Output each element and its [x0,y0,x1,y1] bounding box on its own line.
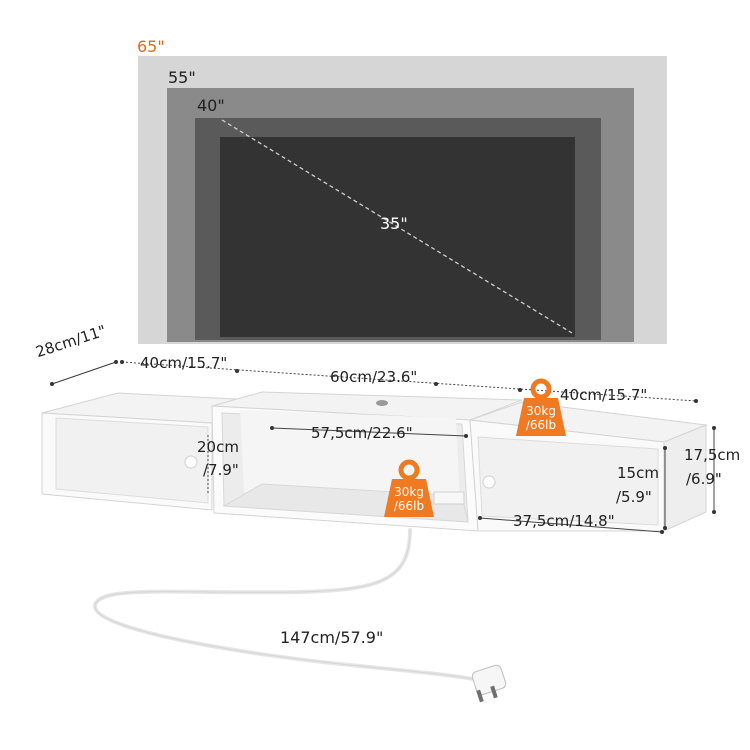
cable-hole [376,400,388,406]
drawer-width-label: 37,5cm/14.8" [513,512,615,530]
left-door-knob [184,455,198,469]
cabinet-height-cm-label: 17,5cm [684,446,741,464]
right-cabinet-door [477,436,659,526]
inner-width-dimension-line [271,427,467,437]
inner-height-cm-label: 20cm [197,438,239,456]
top-load-kg: 30kg [526,404,556,418]
cabinet-height-in-label: /6.9" [686,470,722,488]
tv-size-55-label: 55" [168,68,196,87]
middle-load-lb: /66lb [393,499,425,513]
power-plug [471,664,507,703]
middle-load-kg: 30kg [394,485,424,499]
right-door-knob [482,475,496,489]
top-load-badge: 30kg /66lb [514,378,568,438]
tv-35-screen [220,137,575,337]
cable-length-label: 147cm/57.9" [280,628,384,647]
drawer-height-cm-label: 15cm [617,464,659,482]
drawer-height-in-label: /5.9" [616,488,652,506]
drawer-width-dimension-line [479,517,663,533]
inner-height-in-label: /7.9" [203,461,239,479]
tv-size-65-label: 65" [137,37,165,56]
middle-load-badge: 30kg /66lb [382,459,436,519]
weight-icon [384,459,434,517]
tv-diagonal-line [221,119,573,334]
top-load-lb: /66lb [525,418,557,432]
depth-dimension-line [51,361,117,385]
socket-strip [433,491,465,505]
inner-width-label: 57,5cm/22.6" [311,424,413,442]
weight-icon [516,378,566,436]
left-cabinet-door [55,417,209,504]
tv-size-35-label: 35" [380,214,408,233]
right-cabinet-side [663,424,707,532]
left-width-label: 40cm/15.7" [140,354,228,372]
right-width-label: 40cm/15.7" [560,386,648,404]
middle-width-label: 60cm/23.6" [330,368,418,386]
tv-size-40-label: 40" [197,96,225,115]
